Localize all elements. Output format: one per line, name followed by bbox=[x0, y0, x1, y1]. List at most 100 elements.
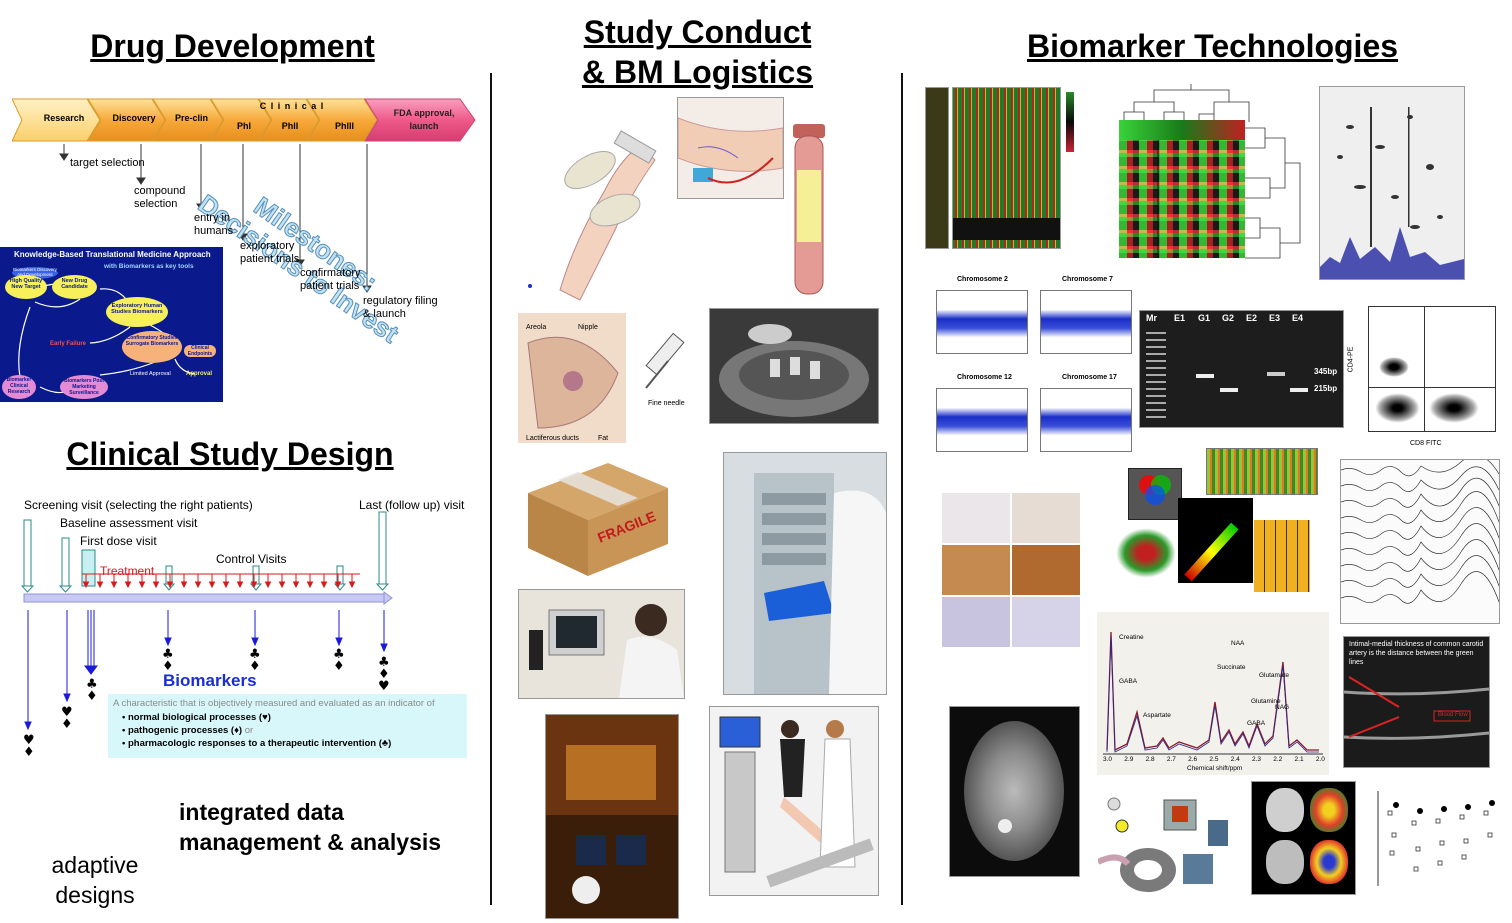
brain-shape bbox=[964, 721, 1064, 861]
stage-preclin: Pre-clin bbox=[174, 113, 208, 123]
stage-discovery: Discovery bbox=[112, 113, 156, 123]
microarray-strip bbox=[925, 87, 949, 249]
eeg-trace bbox=[1340, 459, 1500, 624]
lane-e1: E1 bbox=[1174, 313, 1186, 323]
venn-circle bbox=[1145, 485, 1165, 505]
lane-g2: G2 bbox=[1222, 313, 1235, 323]
ihc-tile bbox=[942, 493, 1010, 543]
label-fat: Fat bbox=[598, 435, 608, 442]
lane-e2: E2 bbox=[1246, 313, 1258, 323]
mrs-tick: 2.0 bbox=[1315, 756, 1325, 763]
carotid-ultrasound: Intimal-medial thickness of common carot… bbox=[1343, 636, 1490, 768]
treatment-dose-arrow bbox=[292, 581, 300, 589]
pet-mri-2 bbox=[1266, 840, 1304, 884]
label-ducts: Lactiferous ducts bbox=[526, 435, 579, 442]
ihc-tile bbox=[942, 545, 1010, 595]
heatmap-cells bbox=[1119, 120, 1245, 258]
pet-color-2 bbox=[1310, 840, 1348, 884]
svg-text:♦: ♦ bbox=[378, 667, 390, 682]
kbtm-node-confirmatory: Confirmatory Studies Surrogate Biomarker… bbox=[122, 331, 182, 363]
stage-clinical-label: C l i n i c a l bbox=[259, 101, 325, 111]
csd-control-label: Control Visits bbox=[216, 552, 287, 566]
treatment-dose-arrow bbox=[278, 581, 286, 589]
flow-xlabel: CD8 FITC bbox=[1410, 440, 1442, 447]
heading-biomarker-technologies: Biomarker Technologies bbox=[1026, 28, 1399, 64]
2d-gel-image bbox=[1319, 86, 1465, 280]
pet-workflow bbox=[1096, 792, 1238, 895]
peak-glutamine: Glutamine bbox=[1251, 698, 1281, 705]
microarray-image bbox=[952, 87, 1061, 249]
peak-glutamate: Glutamate bbox=[1259, 672, 1289, 679]
kbtm-node-failure: Early Failure bbox=[50, 341, 87, 347]
heading-study-conduct-2: & BM Logistics bbox=[581, 54, 814, 90]
chrom-12-plot bbox=[936, 388, 1028, 452]
svg-text:♦: ♦ bbox=[249, 659, 261, 674]
treatment-dose-arrow bbox=[208, 581, 216, 589]
band-g2 bbox=[1220, 388, 1238, 392]
pet-scan-grid bbox=[1251, 781, 1356, 895]
svg-text:♣: ♣ bbox=[378, 655, 390, 670]
cannula-arm-illustration bbox=[677, 97, 784, 199]
bullet-pathogenic: • pathogenic processes (♦) or bbox=[122, 725, 254, 736]
chrom-7-label: Chromosome 7 bbox=[1062, 276, 1113, 283]
flow-plot-area bbox=[1368, 306, 1496, 432]
treatment-dose-arrow bbox=[166, 581, 174, 589]
milestone-target: target selection bbox=[70, 157, 145, 169]
divider-left bbox=[490, 73, 492, 905]
us-caption: Intimal-medial thickness of common carot… bbox=[1349, 641, 1484, 666]
treatment-dose-arrow bbox=[306, 581, 314, 589]
collage-lines bbox=[1206, 448, 1318, 495]
ihc-tile bbox=[942, 597, 1010, 647]
mrs-tick: 3.0 bbox=[1103, 756, 1113, 763]
kbtm-title: Knowledge-Based Translational Medicine A… bbox=[14, 250, 211, 259]
label-areola: Areola bbox=[526, 324, 546, 331]
imaging-room-photo bbox=[545, 714, 679, 919]
chrom-2-label: Chromosome 2 bbox=[957, 276, 1008, 283]
csd-timeline: ♥♦ ♥♦ ♣♦ ♣♦ ♣♦ ♣♦ ♣♦♥ bbox=[20, 511, 393, 758]
milestone-regulatory: regulatory filing & launch bbox=[363, 295, 438, 320]
svg-text:♦: ♦ bbox=[61, 717, 73, 732]
mrs-tick: 2.6 bbox=[1188, 756, 1198, 763]
treatment-dose-arrow bbox=[264, 581, 272, 589]
treatment-dose-arrow bbox=[334, 581, 342, 589]
mrs-tick: 2.3 bbox=[1251, 756, 1262, 763]
pipeline-chevrons bbox=[12, 98, 476, 142]
microarray-legend bbox=[1066, 92, 1074, 152]
brain-mri bbox=[949, 706, 1080, 877]
adaptive-designs-text: adaptive designs bbox=[51, 852, 139, 908]
chrom-17-label: Chromosome 17 bbox=[1062, 374, 1117, 381]
kbtm-node-surveillance: Biomarkers Post Marketing Surveillance bbox=[60, 375, 108, 399]
svg-text:♣: ♣ bbox=[249, 647, 261, 662]
blood-tube-illustration bbox=[789, 124, 829, 299]
biomarkers-title: Biomarkers bbox=[163, 671, 257, 690]
chrom-17-plot bbox=[1040, 388, 1132, 452]
chrom-7-plot bbox=[1040, 290, 1132, 354]
heading-study-conduct-1: Study Conduct bbox=[583, 14, 812, 50]
treatment-dose-arrow bbox=[348, 581, 356, 589]
treatment-dose-arrow bbox=[250, 581, 258, 589]
kbtm-node-endpoints: Clinical Endpoints bbox=[184, 345, 216, 357]
brain-lesion bbox=[998, 819, 1012, 833]
treatment-dose-arrow bbox=[138, 581, 146, 589]
mrs-trace bbox=[1103, 631, 1323, 755]
bp-215: 215bp bbox=[1314, 384, 1338, 393]
treatment-dose-arrow bbox=[320, 581, 328, 589]
bp-345: 345bp bbox=[1314, 367, 1338, 376]
mrs-xlabel: Chemical shift/ppm bbox=[1187, 765, 1243, 772]
band-e3 bbox=[1267, 372, 1285, 376]
csd-baseline-label: Baseline assessment visit bbox=[60, 516, 198, 530]
svg-text:♦: ♦ bbox=[333, 659, 345, 674]
csd-first-dose-label: First dose visit bbox=[80, 534, 157, 548]
milestone-entry: entry in humans bbox=[194, 212, 234, 237]
milestone-compound: compound selection bbox=[134, 185, 186, 210]
integrated-data-text: integrated data management & analysis bbox=[179, 799, 442, 855]
chrom-2-plot bbox=[936, 290, 1028, 354]
heading-drug-development: Drug Development bbox=[90, 28, 375, 64]
treatment-dose-arrow bbox=[236, 581, 244, 589]
bullet-normal: • normal biological processes (♥) bbox=[122, 712, 271, 723]
peak-aspartate: Aspartate bbox=[1143, 712, 1171, 719]
mrs-spectrum: Creatine GABA Aspartate NAA Succinate Gl… bbox=[1097, 612, 1329, 775]
scatter-diagonal bbox=[1184, 522, 1239, 582]
ihc-tile bbox=[1012, 493, 1080, 543]
collage-grid bbox=[1254, 520, 1310, 592]
